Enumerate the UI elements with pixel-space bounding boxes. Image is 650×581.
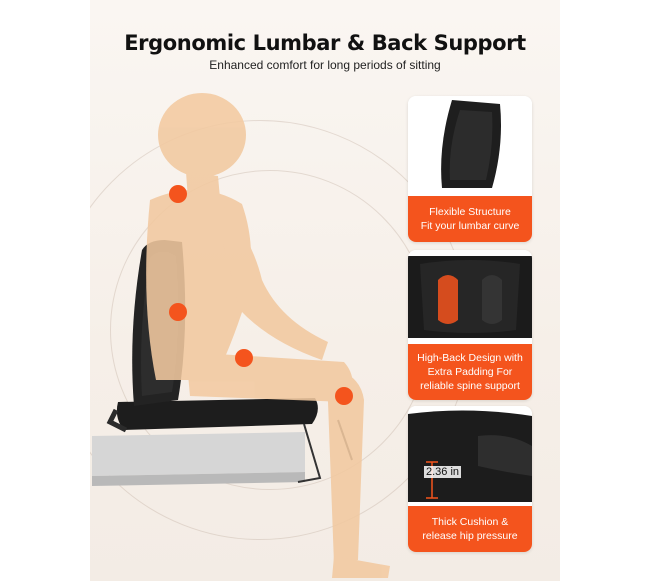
feature-caption: Thick Cushion & release hip pressure [408, 506, 532, 552]
body-figure [146, 93, 390, 578]
feature-caption: High-Back Design with Extra Padding For … [408, 344, 532, 400]
cushion-closeup-photo [408, 406, 532, 506]
feature-caption: Flexible Structure Fit your lumbar curve [408, 196, 532, 242]
seat-back-photo [408, 96, 532, 196]
caption-line: release hip pressure [422, 530, 518, 542]
feature-card-thick-cushion: 2.36 in Thick Cushion & release hip pres… [408, 406, 532, 552]
desk-edge [92, 472, 305, 486]
caption-line: Thick Cushion & [431, 516, 509, 528]
knee-hotspot [335, 387, 353, 405]
caption-line: reliable spine support [420, 380, 520, 392]
thickness-measurement: 2.36 in [424, 466, 462, 478]
desk-surface [92, 432, 305, 476]
chair-strap [106, 408, 128, 433]
seat-cushion [116, 398, 318, 430]
page-subtitle: Enhanced comfort for long periods of sit… [209, 58, 441, 72]
caption-line: Flexible Structure [429, 206, 511, 218]
caption-line: High-Back Design with [417, 352, 523, 364]
support-wire [297, 423, 322, 483]
lumbar-hotspot [235, 349, 253, 367]
caption-line: Extra Padding For [427, 366, 513, 378]
feature-card-flexible-structure: Flexible Structure Fit your lumbar curve [408, 96, 532, 242]
caption-line: Fit your lumbar curve [420, 220, 520, 232]
page-title: Ergonomic Lumbar & Back Support [124, 31, 526, 55]
feature-card-high-back: High-Back Design with Extra Padding For … [408, 250, 532, 400]
seated-figure-illustration [92, 93, 390, 578]
mid-back-hotspot [169, 303, 187, 321]
padding-closeup-photo [408, 250, 532, 344]
neck-hotspot [169, 185, 187, 203]
